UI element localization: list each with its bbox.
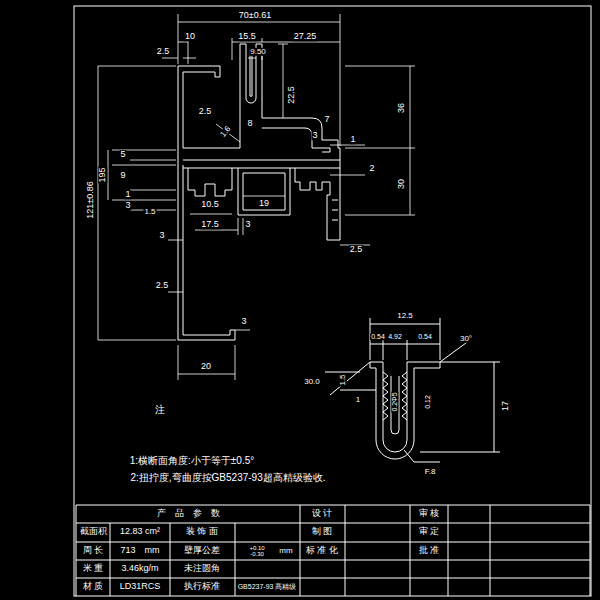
table-cell: LD31RCS: [119, 582, 162, 591]
dimension-text: 2.5: [198, 107, 213, 116]
table-cell: 3.46kg/m: [120, 564, 159, 573]
sheet-frame: [74, 6, 591, 596]
profile-outline: [178, 44, 340, 340]
table-cell: GB5237-93 高精级: [236, 583, 298, 590]
dimension-text: 2.5: [155, 281, 170, 290]
table-cell: 标 准 化: [305, 546, 339, 555]
dimension-text: F.8: [424, 468, 437, 476]
dimension-text: 1: [124, 190, 131, 199]
dimension-text: 3: [240, 317, 247, 326]
dimension-text: 0.12: [424, 394, 431, 410]
detail-view: [325, 318, 500, 462]
dimension-text: 9.50: [249, 48, 267, 56]
table-cell: 713 mm: [119, 546, 160, 555]
dimension-text: 3: [311, 131, 318, 140]
table-cell: mm: [278, 547, 293, 555]
dimension-text: 0.54: [417, 333, 433, 340]
table-cell: 产 品 参 数: [156, 509, 221, 518]
dimension-text: 36: [397, 102, 406, 114]
dimension-text: 2.5: [156, 47, 171, 56]
dimension-text: 3: [158, 231, 165, 240]
dimension-text: 22.5: [287, 85, 296, 105]
dimension-text: 17.5: [200, 220, 220, 229]
table-cell: 米 重: [82, 564, 105, 573]
dimension-text: 10: [184, 32, 196, 41]
table-cell: 审 定: [418, 527, 441, 536]
dimension-text: 1.6: [219, 124, 234, 139]
dimension-text: 1: [355, 396, 361, 404]
dimension-text: 4.92: [387, 333, 403, 340]
table-cell: 材 质: [82, 582, 105, 591]
table-cell: 执行标准: [183, 582, 221, 591]
dimension-text: 9: [119, 171, 126, 180]
dimension-text: 195: [98, 166, 107, 183]
dimension-text: 3: [124, 201, 131, 210]
table-cell: 12.83 cm²: [119, 527, 161, 536]
dimension-text: 3: [244, 220, 251, 229]
dimension-text: 0.54: [370, 333, 386, 340]
note-text: 2:扭拧度,弯曲度按GB5237-93超高精级验收.: [129, 473, 326, 484]
dimension-text: 30.0: [303, 378, 321, 386]
dimension-text: 7: [323, 115, 330, 124]
note-text: 1:横断面角度:小于等于±0.5°: [129, 456, 256, 467]
dimension-text: 8: [246, 119, 253, 128]
dimension-text: 0.2Φ5: [391, 391, 398, 412]
dimension-text: 27.25: [293, 32, 318, 41]
table-cell: 设 计: [311, 509, 334, 518]
dimension-lines: [98, 14, 415, 380]
table-cell: 审 核: [418, 509, 441, 518]
dimension-text: 17: [501, 400, 510, 412]
dimension-text: 15.5: [237, 32, 257, 41]
table-cell: 周 长: [82, 546, 105, 555]
table-cell: +0.10 -0.30: [242, 545, 272, 558]
dimension-text: 70±0.61: [238, 11, 272, 20]
dimension-text: 20: [200, 362, 212, 371]
dimension-text: 2: [368, 164, 375, 173]
dimension-text: 2.5: [349, 245, 364, 254]
dimension-text: 30: [397, 178, 406, 190]
note-text: 注: [154, 405, 166, 416]
dimension-text: 1: [349, 135, 356, 144]
dimension-text: 121±0.86: [86, 180, 95, 219]
table-cell: 壁厚公差: [183, 546, 221, 555]
title-block: [76, 505, 590, 596]
table-cell: 制 图: [311, 527, 334, 536]
dimension-text: 12.5: [396, 312, 414, 320]
dimension-text: 5: [119, 150, 126, 159]
table-cell: 未注圆角: [183, 564, 221, 573]
table-cell: 批 准: [418, 546, 441, 555]
dimension-text: 30°: [459, 335, 473, 343]
table-cell: 装 饰 面: [185, 527, 219, 536]
dimension-text: 10.5: [200, 200, 220, 209]
dimension-text: 1.5: [339, 373, 347, 386]
dimension-text: 19: [258, 199, 270, 208]
dimension-text: 1.5: [143, 208, 156, 216]
table-cell: 截面积: [79, 527, 108, 536]
